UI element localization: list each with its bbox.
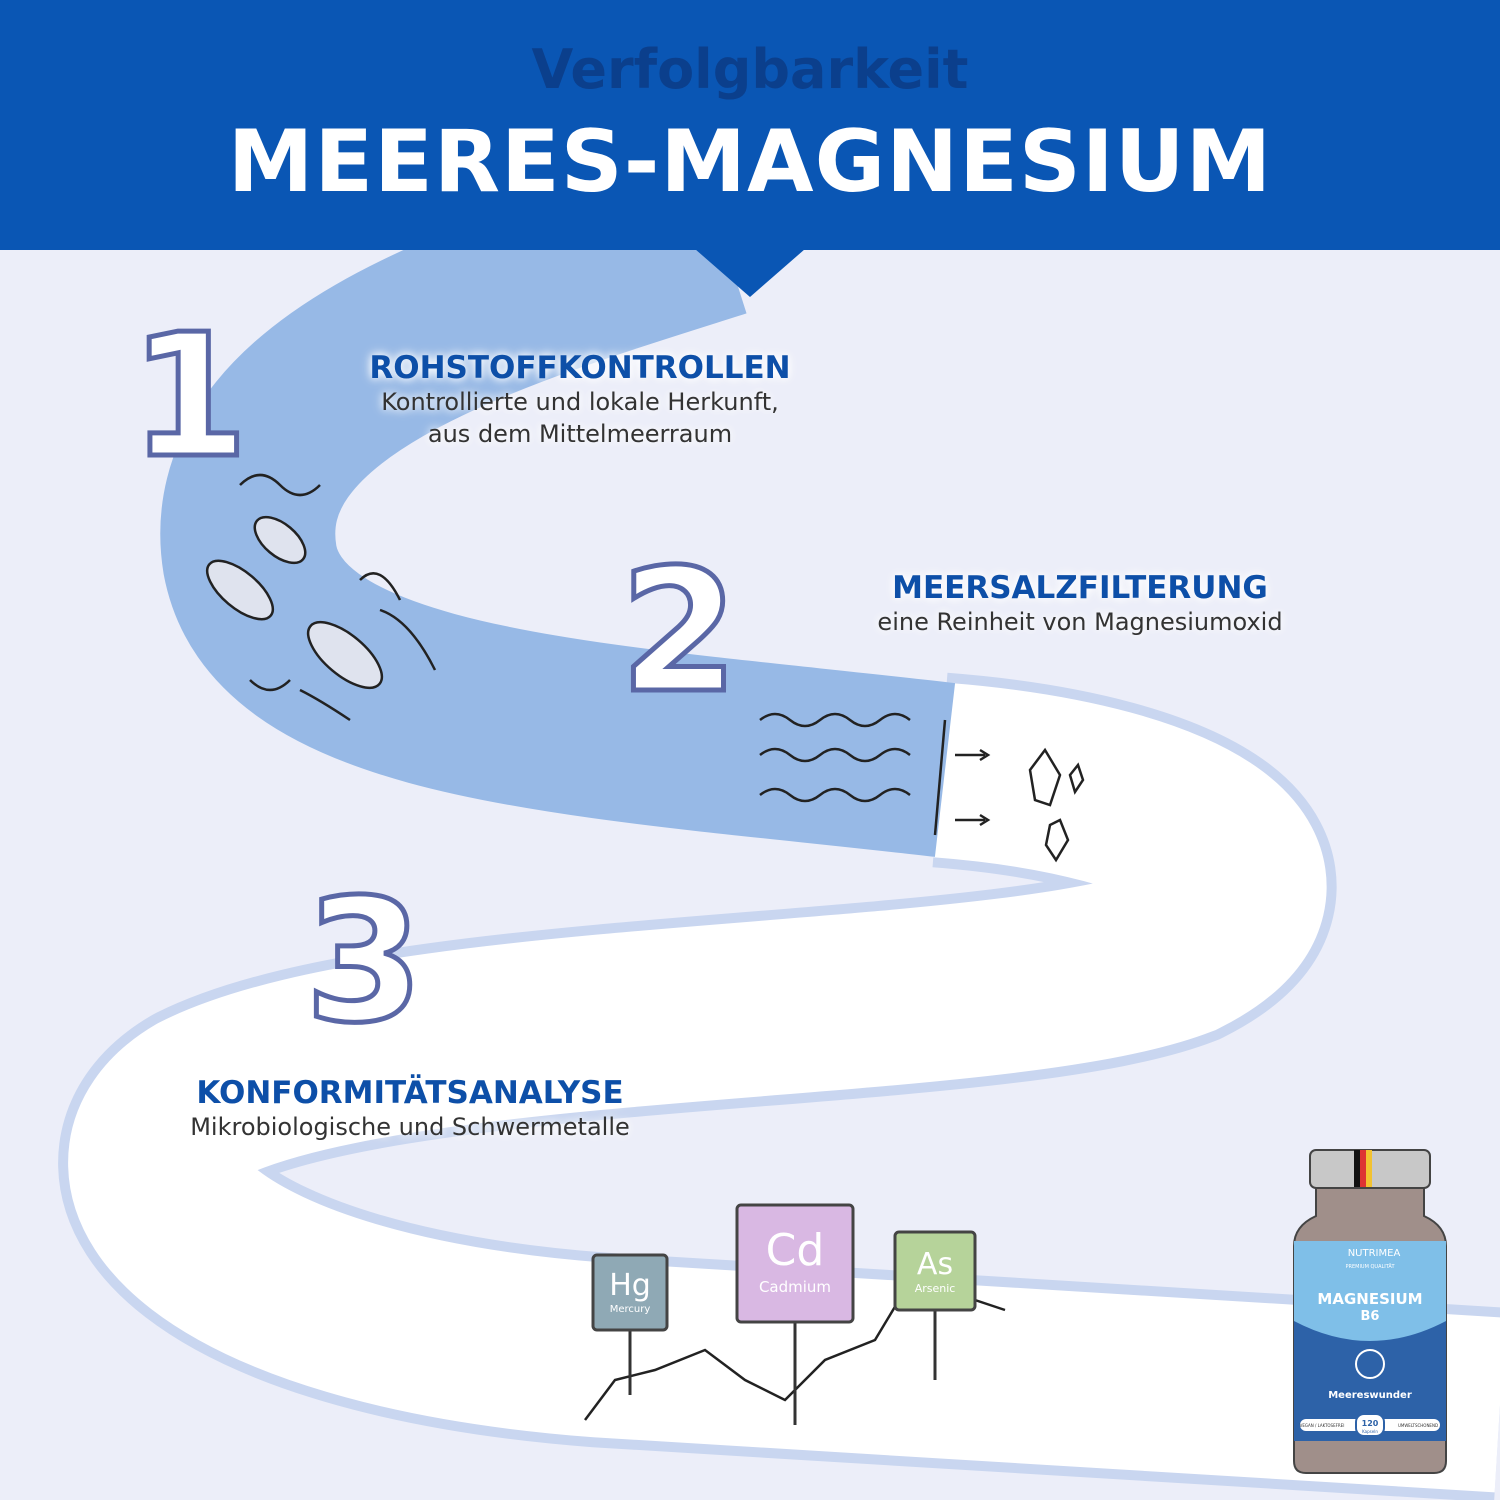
svg-text:Mercury: Mercury: [610, 1304, 651, 1315]
svg-text:120: 120: [1362, 1419, 1379, 1428]
white-path: [68, 682, 1500, 1493]
page-title: MEERES-MAGNESIUM: [227, 112, 1273, 212]
svg-text:Cadmium: Cadmium: [759, 1278, 831, 1296]
step-1: ROHSTOFFKONTROLLEN Kontrollierte und lok…: [320, 350, 840, 450]
svg-text:PREMIUM QUALITÄT: PREMIUM QUALITÄT: [1345, 1263, 1395, 1270]
svg-text:As: As: [917, 1247, 953, 1282]
svg-text:Hg: Hg: [609, 1268, 651, 1303]
step-3: KONFORMITÄTSANALYSE Mikrobiologische und…: [130, 1075, 690, 1143]
svg-text:Meereswunder: Meereswunder: [1328, 1390, 1412, 1401]
svg-text:Cd: Cd: [766, 1225, 825, 1276]
waves-icon: [759, 712, 1085, 863]
header-banner: Verfolgbarkeit MEERES-MAGNESIUM: [0, 0, 1500, 250]
svg-text:MAGNESIUM: MAGNESIUM: [1317, 1290, 1422, 1308]
step-title: MEERSALZFILTERUNG: [892, 570, 1268, 606]
svg-text:Arsenic: Arsenic: [915, 1282, 956, 1295]
blue-river: [160, 146, 956, 857]
step-number-2: 2: [620, 533, 738, 731]
svg-text:UMWELTSCHONEND: UMWELTSCHONEND: [1398, 1423, 1438, 1428]
fish-icon: [205, 515, 384, 689]
element-tag-mercury: Hg Mercury: [591, 1253, 669, 1332]
subtitle: Verfolgbarkeit: [531, 38, 969, 101]
step-text: eine Reinheit von Magnesiumoxid: [877, 608, 1283, 636]
step-title: ROHSTOFFKONTROLLEN: [369, 350, 791, 386]
svg-text:Kapseln: Kapseln: [1362, 1429, 1378, 1434]
element-tag-arsenic: As Arsenic: [893, 1230, 977, 1312]
product-bottle: NUTRIMEA PREMIUM QUALITÄT MAGNESIUM B6 M…: [1293, 1149, 1447, 1474]
header-pointer: [695, 249, 805, 297]
element-tag-cadmium: Cd Cadmium: [735, 1203, 855, 1324]
step-text: aus dem Mittelmeerraum: [427, 420, 733, 448]
step-number-3: 3: [305, 863, 423, 1061]
svg-text:NUTRIMEA: NUTRIMEA: [1348, 1248, 1401, 1259]
step-text: Mikrobiologische und Schwermetalle: [190, 1113, 630, 1141]
svg-text:B6: B6: [1361, 1309, 1380, 1324]
svg-text:VEGAN / LAKTOSEFREI: VEGAN / LAKTOSEFREI: [1300, 1423, 1345, 1428]
wave-logo-icon: [1355, 1349, 1385, 1379]
step-text: Kontrollierte und lokale Herkunft,: [381, 388, 779, 416]
step-2: MEERSALZFILTERUNG eine Reinheit von Magn…: [820, 570, 1340, 638]
step-number-1: 1: [130, 298, 248, 496]
step-title: KONFORMITÄTSANALYSE: [196, 1075, 624, 1111]
